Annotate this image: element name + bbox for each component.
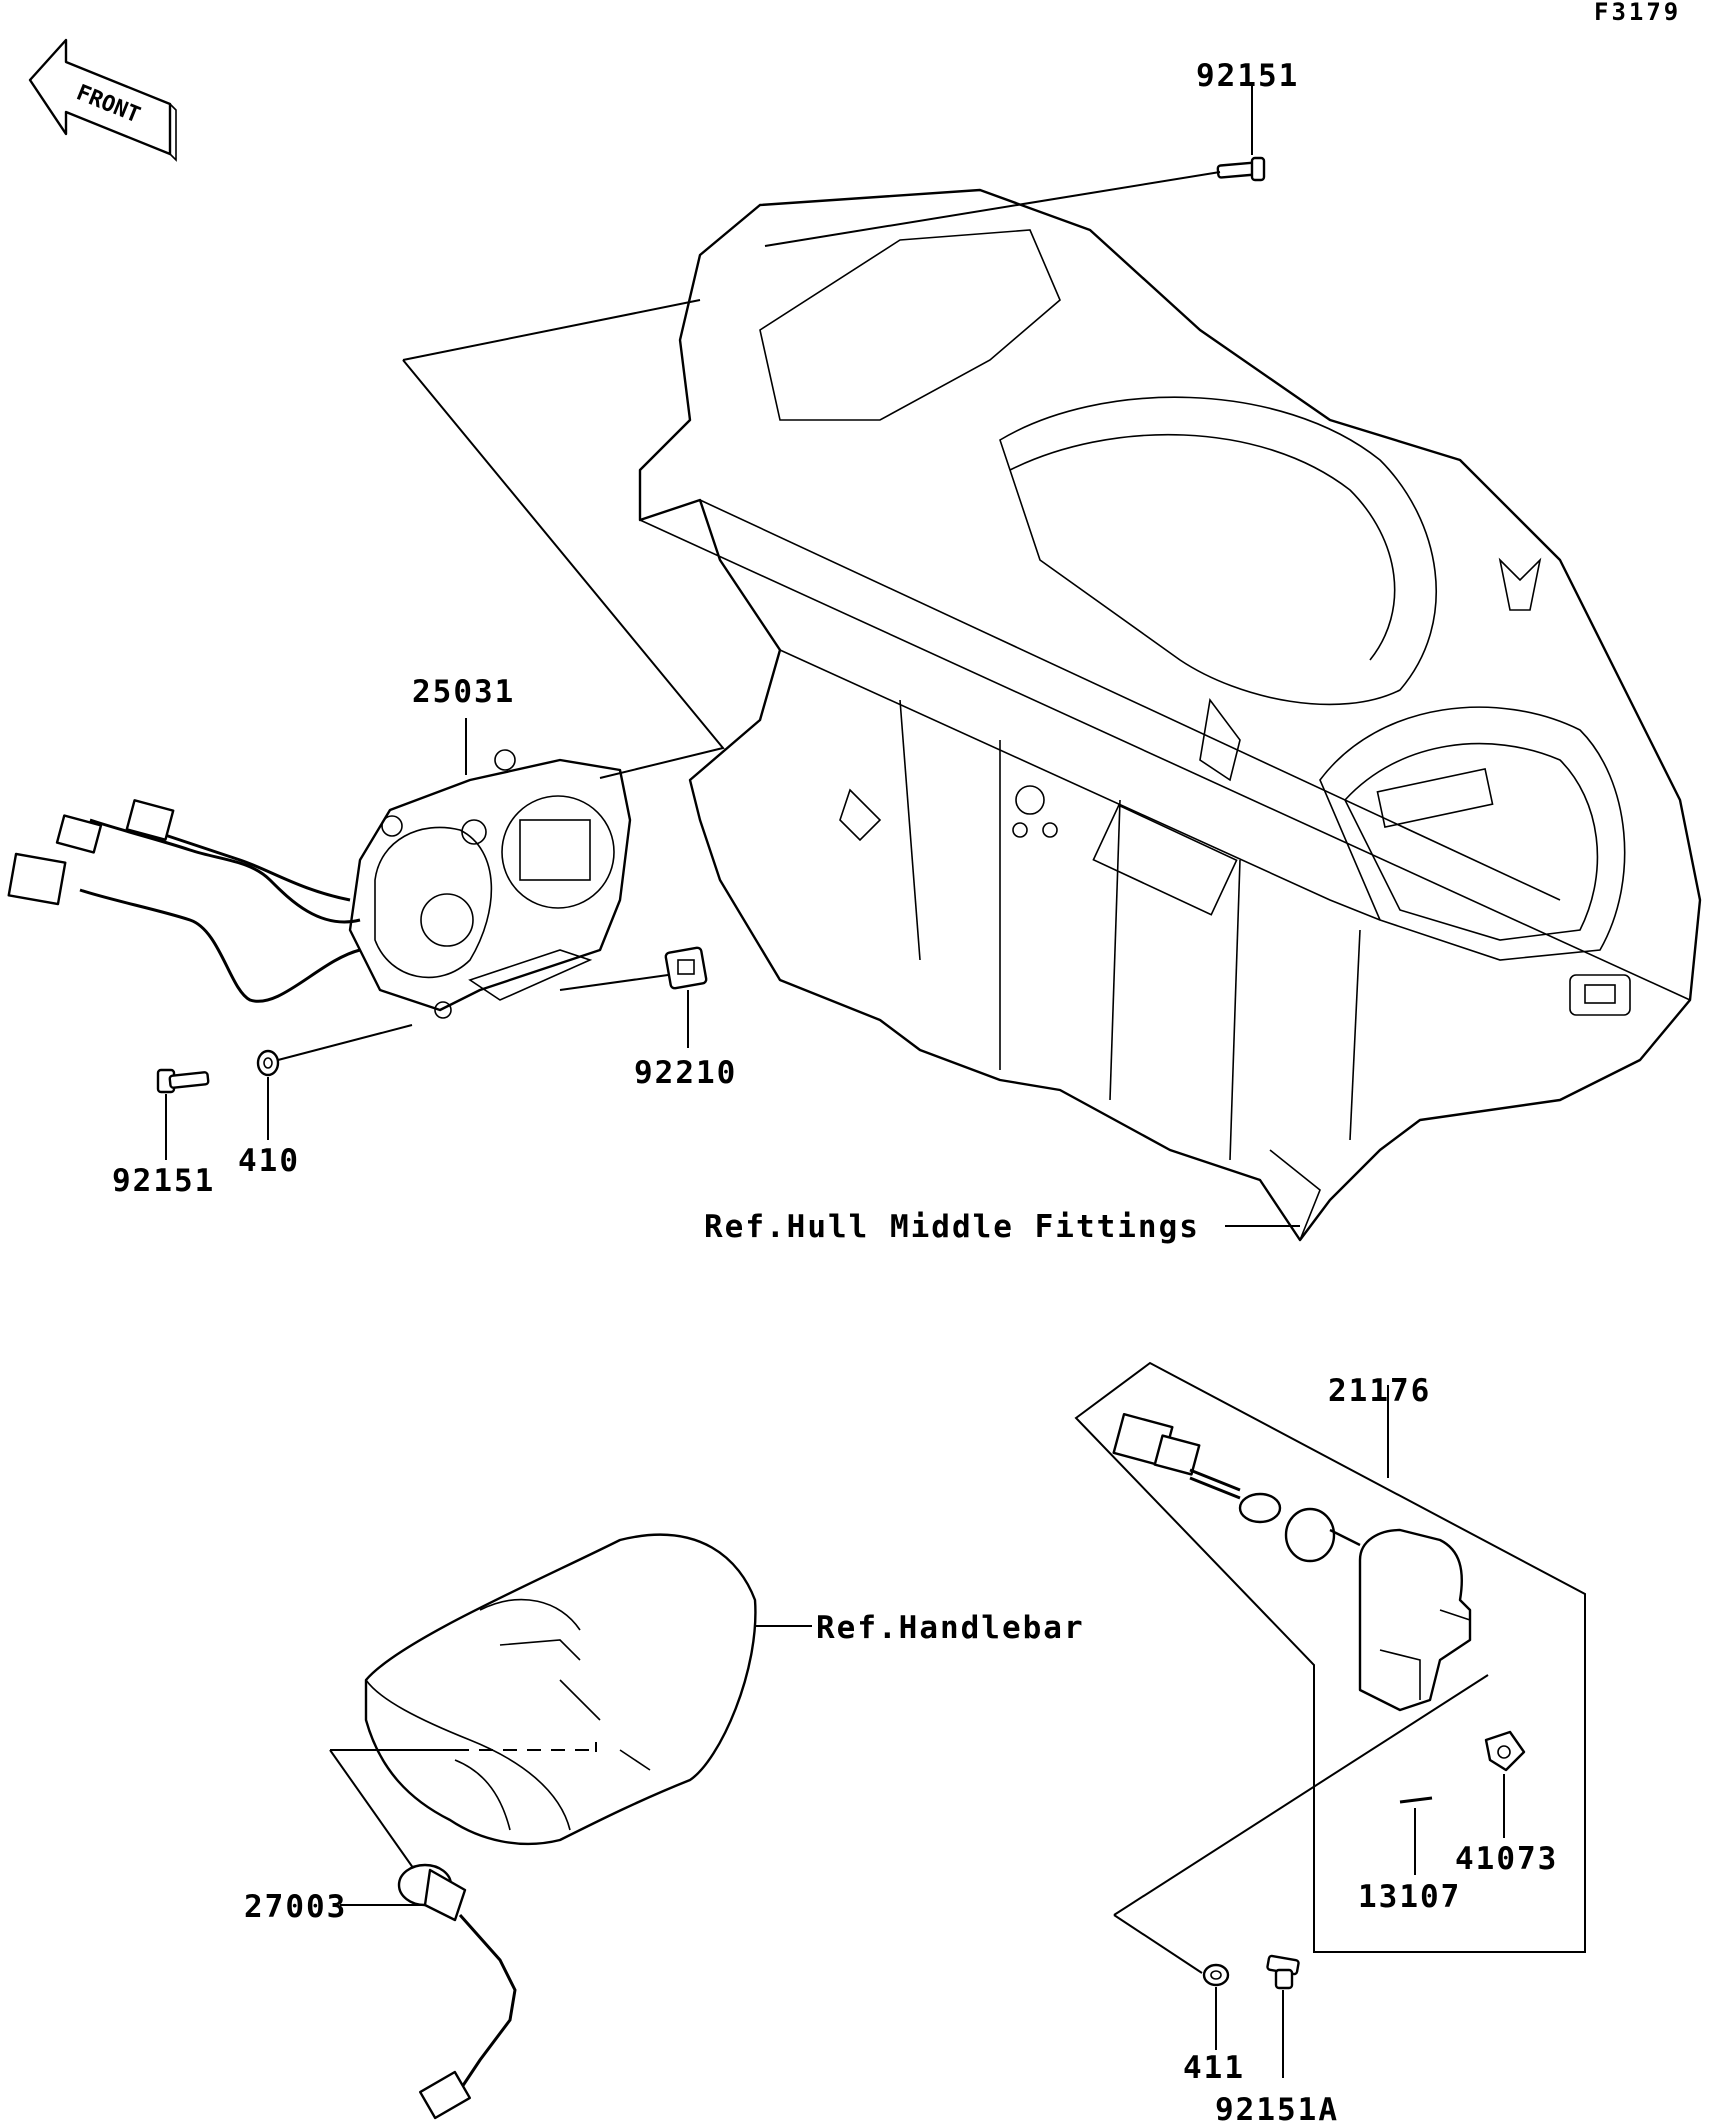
part-number-410: 410 — [238, 1143, 300, 1179]
handlebar-cover — [364, 1533, 757, 1846]
part-number-92151A: 92151A — [1215, 2092, 1339, 2128]
screw-92151-top — [1216, 156, 1266, 182]
meter-assembly-25031 — [348, 749, 632, 1019]
washer-410 — [256, 1049, 280, 1077]
part-number-13107: 13107 — [1358, 1879, 1461, 1915]
figure-code: F3179 — [1594, 0, 1681, 26]
hull-middle-fitting — [638, 188, 1702, 1242]
screw-92151-left — [156, 1068, 210, 1094]
part-number-92151-left: 92151 — [112, 1163, 215, 1199]
washer-411 — [1202, 1963, 1230, 1987]
switch-27003 — [397, 1863, 517, 2120]
speed-sensor-21176 — [1112, 1413, 1472, 1712]
part-number-92210: 92210 — [634, 1055, 737, 1091]
front-arrow-icon: FRONT — [28, 38, 177, 162]
clip-92210 — [664, 946, 708, 990]
part-number-41073: 41073 — [1455, 1841, 1558, 1877]
clip-41073 — [1484, 1730, 1526, 1772]
part-number-25031: 25031 — [412, 674, 515, 710]
wiring-harness — [7, 799, 361, 1003]
ref-hull-middle-fittings: Ref.Hull Middle Fittings — [704, 1209, 1200, 1245]
part-number-411: 411 — [1183, 2050, 1245, 2086]
screw-92151A — [1266, 1954, 1300, 1990]
part-number-92151-top: 92151 — [1196, 58, 1299, 94]
ref-handlebar: Ref.Handlebar — [816, 1610, 1085, 1646]
part-number-27003: 27003 — [244, 1889, 347, 1925]
part-number-21176: 21176 — [1328, 1373, 1431, 1409]
pin-13107 — [1399, 1796, 1433, 1804]
